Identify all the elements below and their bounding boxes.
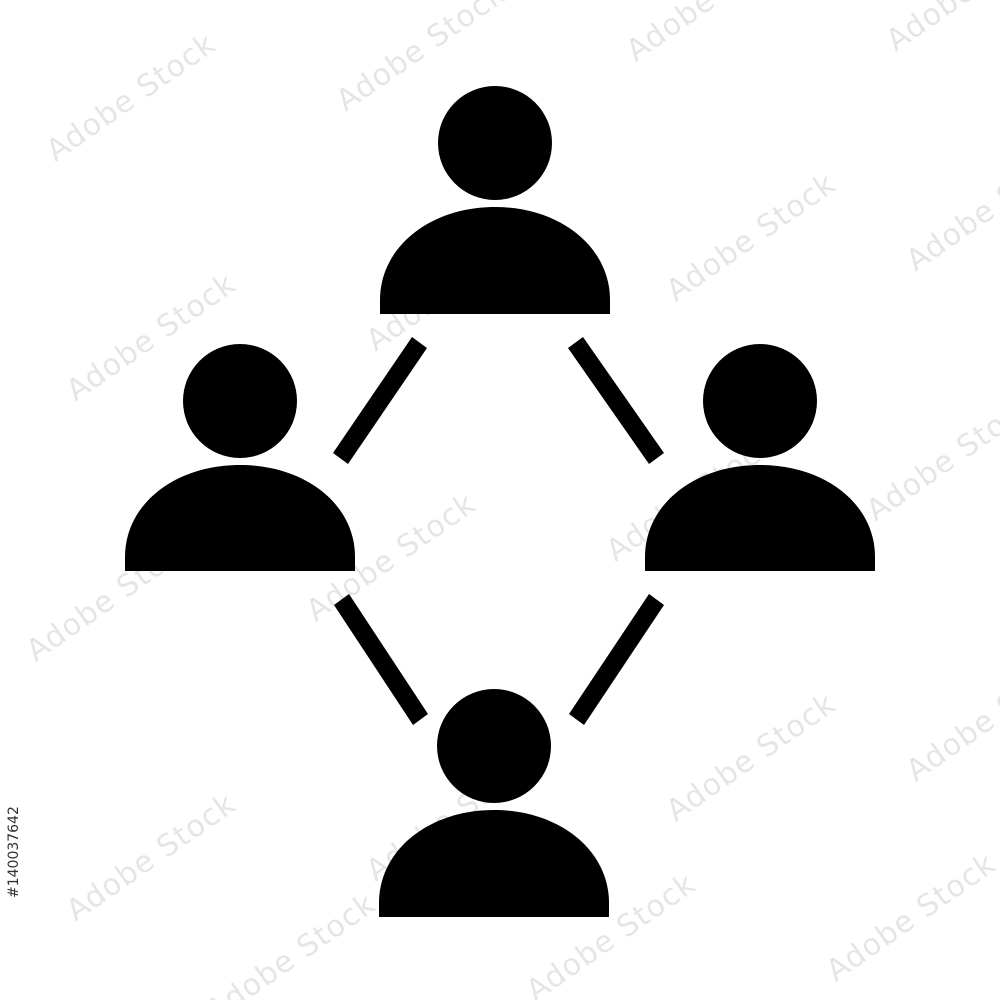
person-bottom-icon — [379, 689, 609, 917]
connector-top-left — [333, 337, 427, 464]
person-top-icon — [380, 86, 610, 314]
connector-left-bottom — [334, 594, 428, 725]
person-left-icon — [125, 344, 355, 571]
person-top-head — [438, 86, 552, 200]
person-bottom-body — [379, 810, 609, 917]
person-right-head — [703, 344, 817, 458]
person-left-body — [125, 465, 355, 571]
connector-lines — [333, 337, 664, 725]
connector-top-right — [568, 337, 664, 464]
stock-image-id: #140037642 — [6, 806, 22, 898]
person-right-icon — [645, 344, 875, 571]
person-top-body — [380, 207, 610, 314]
person-right-body — [645, 465, 875, 571]
connector-right-bottom — [569, 594, 664, 725]
person-bottom-head — [437, 689, 551, 803]
person-left-head — [183, 344, 297, 458]
